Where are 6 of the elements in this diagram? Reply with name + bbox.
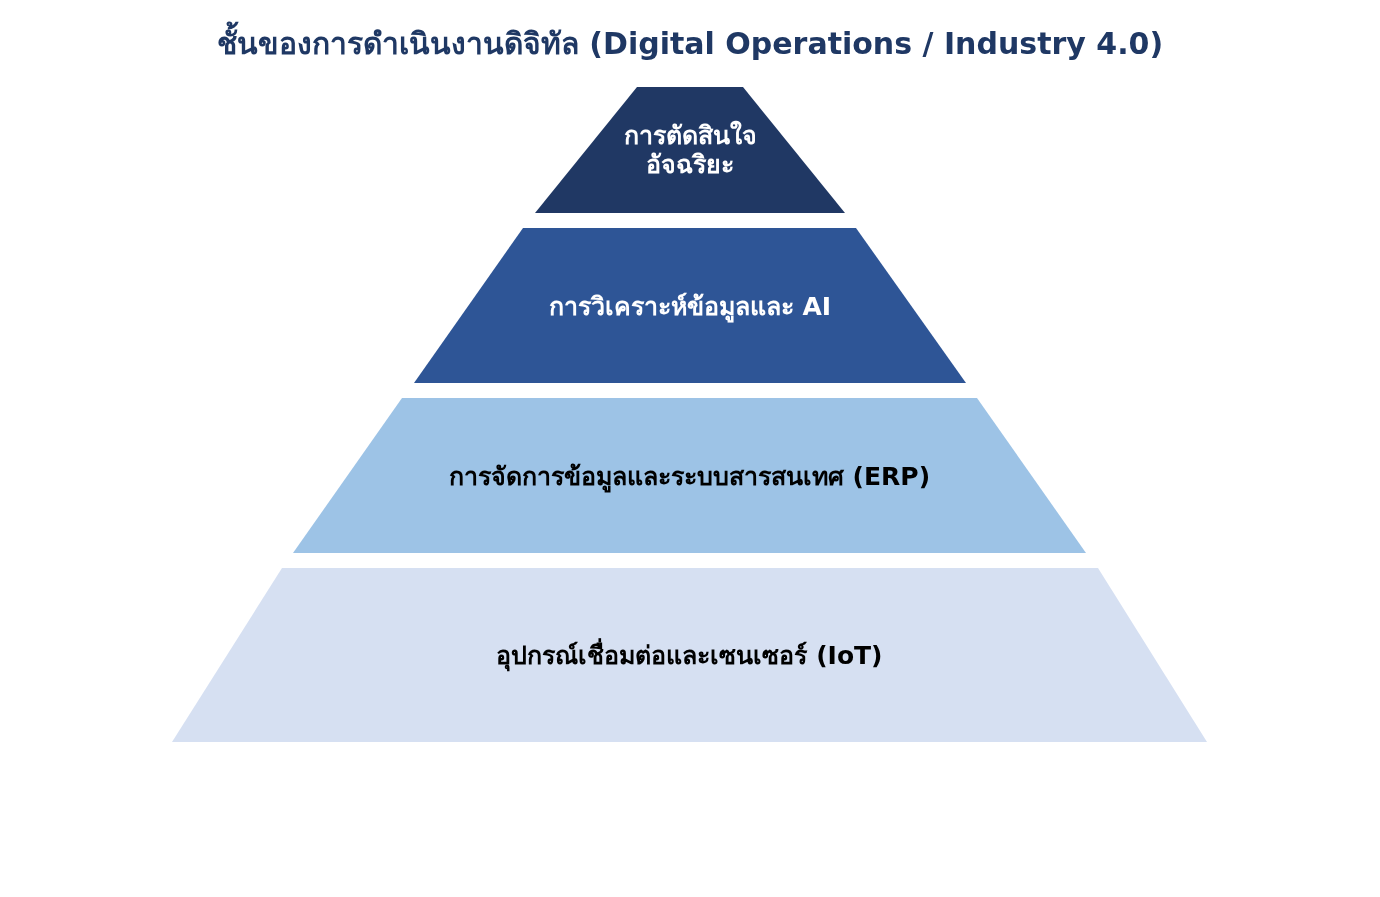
layer-label: การตัดสินใจอัจฉริยะ xyxy=(622,121,758,179)
pyramid-layer xyxy=(172,568,1207,742)
layer-label: อุปกรณ์เชื่อมต่อและเซนเซอร์ (IoT) xyxy=(496,640,883,670)
pyramid-layer xyxy=(293,398,1086,553)
pyramid-layer xyxy=(535,87,845,213)
pyramid-layer xyxy=(414,228,966,383)
